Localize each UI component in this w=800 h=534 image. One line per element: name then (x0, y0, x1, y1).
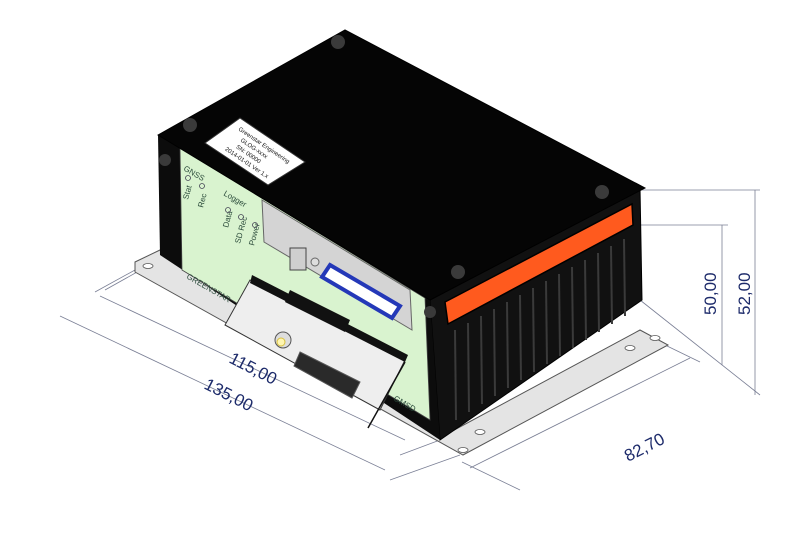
dim-line-115 (99, 295, 406, 441)
usb-port (289, 247, 307, 271)
led-label-data: Data (221, 209, 234, 228)
antenna-connector (293, 351, 361, 399)
led-indicators (185, 175, 258, 228)
sd-card-slot (319, 262, 403, 321)
led-label-rec: Rec (196, 192, 208, 208)
dim-line-135 (59, 315, 386, 471)
mounting-holes (142, 263, 661, 453)
screws (159, 35, 609, 318)
dim-82-70: 82,70 (621, 429, 668, 465)
housing-top-face (157, 29, 647, 301)
cover-latch (285, 290, 350, 332)
dim-52: 52,00 (735, 272, 754, 315)
dim-line-82 (469, 357, 691, 469)
cooling-fins (454, 238, 626, 421)
nameplate (204, 117, 306, 186)
connector-pin-icon (276, 337, 286, 347)
reset-button (310, 257, 320, 267)
dim-135: 135,00 (201, 375, 256, 416)
dim-50: 50,00 (701, 272, 720, 315)
dimension-lines (59, 189, 761, 491)
led-label-stat: Stat (181, 184, 194, 201)
cover-strap (367, 361, 406, 429)
dim-115: 115,00 (226, 349, 280, 389)
orange-stripe (444, 202, 634, 326)
